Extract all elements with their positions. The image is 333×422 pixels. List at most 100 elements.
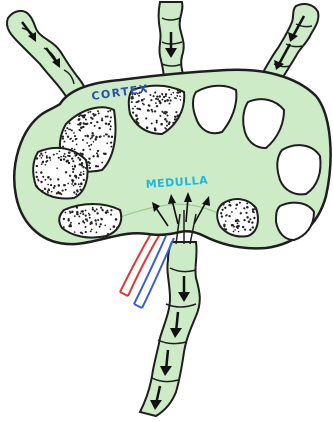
follicle-dot: [223, 228, 225, 230]
follicle-dot: [70, 149, 72, 151]
follicle-dot: [87, 161, 89, 163]
follicle-dot: [148, 105, 150, 107]
follicle-dot: [164, 127, 166, 129]
follicle-dot: [68, 162, 70, 164]
follicle-dot: [166, 99, 169, 102]
follicle-dot: [153, 95, 155, 97]
follicle-dot: [252, 232, 254, 234]
follicle-dot: [159, 102, 161, 104]
follicle-dot: [105, 133, 107, 135]
follicle-dot: [72, 140, 74, 142]
follicle-dot: [97, 154, 99, 156]
follicle-dot: [132, 108, 134, 110]
follicle-dot: [154, 92, 156, 94]
follicle-dot: [135, 120, 138, 123]
follicle-dot: [132, 111, 134, 113]
follicle-dot: [42, 155, 44, 157]
follicle-dot: [159, 100, 161, 102]
follicle-dot: [82, 166, 84, 168]
follicle-dot: [243, 219, 245, 221]
follicle-dot: [64, 184, 66, 186]
follicle-dot: [75, 176, 77, 178]
follicle-dot: [221, 215, 223, 217]
follicle-dot: [95, 222, 97, 224]
follicle-dot: [221, 209, 223, 211]
follicle-dot: [65, 156, 67, 158]
follicle-dot: [53, 187, 55, 189]
follicle-dot: [96, 152, 98, 154]
follicle-dot: [89, 148, 91, 150]
follicle-dot: [87, 135, 89, 137]
follicle-dot: [91, 223, 93, 225]
follicle-dot: [82, 213, 84, 215]
follicle-dot: [85, 118, 87, 120]
follicle-dot: [62, 146, 64, 148]
follicle-dot: [36, 165, 38, 167]
follicle-dot: [110, 146, 112, 148]
follicle-dot: [251, 221, 253, 223]
follicle-dot: [67, 155, 69, 157]
follicle-dot: [99, 226, 101, 228]
follicle-dot: [40, 152, 42, 154]
follicle-dot: [110, 116, 112, 118]
follicle-dot: [42, 161, 44, 163]
follicle-dot: [71, 179, 73, 181]
follicle-dot: [78, 183, 80, 185]
follicle-dot: [41, 163, 43, 165]
follicle-dot: [134, 106, 136, 108]
follicle-dot: [248, 220, 251, 223]
follicle-dot: [180, 99, 182, 101]
follicle-dot: [92, 207, 94, 209]
follicle-dot: [164, 118, 167, 121]
follicle-dot: [72, 166, 74, 168]
follicle-dot: [174, 118, 176, 120]
follicle-dot: [163, 96, 165, 98]
follicle-dot: [69, 212, 71, 214]
follicle-dot: [86, 142, 88, 144]
follicle-dot: [50, 184, 52, 186]
follicle-dot: [65, 133, 67, 135]
follicle-dot: [107, 111, 109, 113]
follicle-dot: [66, 127, 68, 129]
follicle-dot: [60, 156, 62, 158]
follicle-dot: [177, 114, 180, 117]
follicle-dot: [93, 115, 95, 117]
follicle-dot: [252, 210, 254, 212]
follicle-dot: [71, 157, 73, 159]
follicle-dot: [88, 157, 90, 159]
follicle-dot: [225, 220, 227, 222]
follicle-dot: [166, 120, 168, 122]
efferent-vessel: [140, 242, 200, 416]
follicle-dot: [234, 229, 236, 231]
follicle-dot: [115, 218, 118, 221]
follicle-dot: [168, 121, 170, 123]
follicle-dot: [63, 226, 65, 228]
follicle-dot: [67, 136, 69, 138]
follicle-dot: [83, 179, 85, 181]
follicle-dot: [105, 122, 107, 124]
follicle-dot: [159, 95, 161, 97]
follicle-dot: [87, 111, 89, 113]
follicle-dot: [96, 212, 98, 214]
follicle-dot: [88, 164, 90, 166]
follicle-dot: [60, 159, 63, 162]
follicle-dot: [177, 89, 179, 91]
follicle-dot: [109, 110, 111, 112]
follicle-dot: [168, 97, 170, 99]
follicle-dot: [74, 149, 76, 151]
follicle-dot: [63, 158, 65, 160]
follicle-dot: [100, 223, 102, 225]
follicle-dot: [237, 225, 239, 227]
follicle-dot: [151, 122, 153, 124]
follicle-dot: [50, 159, 52, 161]
follicle-dot: [94, 219, 96, 221]
follicle-dot: [83, 173, 85, 175]
follicle-dot: [44, 188, 46, 190]
follicle-dot: [111, 136, 113, 138]
follicle-dot: [107, 116, 109, 118]
follicle-dot: [96, 232, 98, 234]
follicle-dot: [97, 110, 99, 112]
follicle-dot: [78, 118, 81, 121]
follicle-dot: [91, 132, 93, 134]
follicle-dot: [233, 231, 235, 233]
